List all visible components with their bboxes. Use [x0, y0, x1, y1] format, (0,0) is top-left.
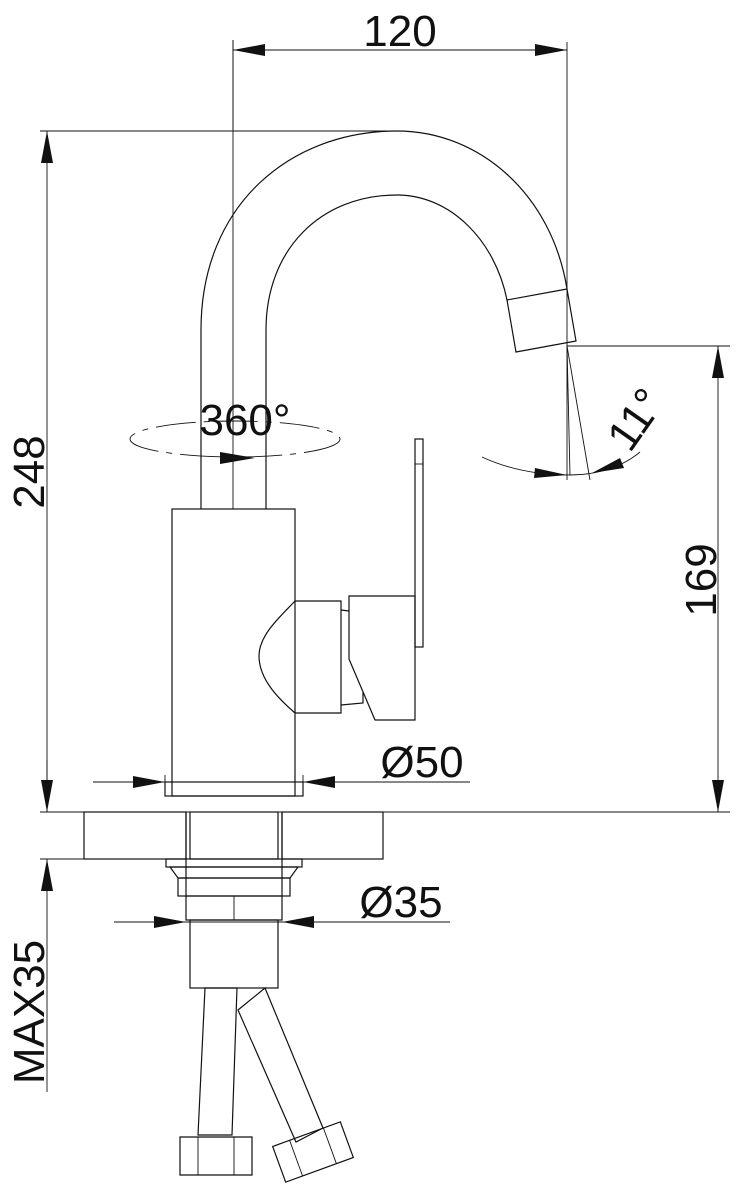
label-total-height: 248 — [5, 435, 54, 508]
lever-plate — [414, 438, 424, 648]
base-flange — [164, 781, 304, 797]
label-spout-reach: 120 — [363, 7, 436, 56]
label-shank-diameter: Ø35 — [359, 878, 442, 927]
dim-max-countertop — [40, 760, 84, 1092]
spout-angle-indicator — [481, 345, 641, 481]
dim-total-height — [40, 130, 397, 812]
lever-handle — [348, 595, 416, 721]
hose-nut-right — [271, 1121, 355, 1183]
hose-nut-left — [179, 1136, 253, 1176]
label-outlet-height: 169 — [677, 543, 726, 616]
rotation-indicator — [129, 420, 341, 464]
label-max-countertop: MAX35 — [5, 940, 54, 1084]
spout-aerator — [506, 288, 577, 353]
dim-base-diameter — [93, 775, 470, 796]
dim-spout-reach — [232, 40, 568, 480]
countertop-section — [83, 811, 384, 897]
supply-hoses — [179, 987, 355, 1183]
label-base-diameter: Ø50 — [380, 738, 463, 787]
hose-right — [237, 987, 324, 1143]
hose-left — [197, 987, 238, 1136]
label-spout-angle: 11° — [598, 380, 674, 460]
shank — [189, 919, 279, 989]
label-rotation: 360° — [199, 396, 290, 445]
dim-outlet-height — [40, 345, 730, 813]
dim-shank-diameter — [114, 916, 450, 928]
mounting-hardware — [165, 858, 303, 989]
cartridge-housing — [258, 600, 342, 714]
